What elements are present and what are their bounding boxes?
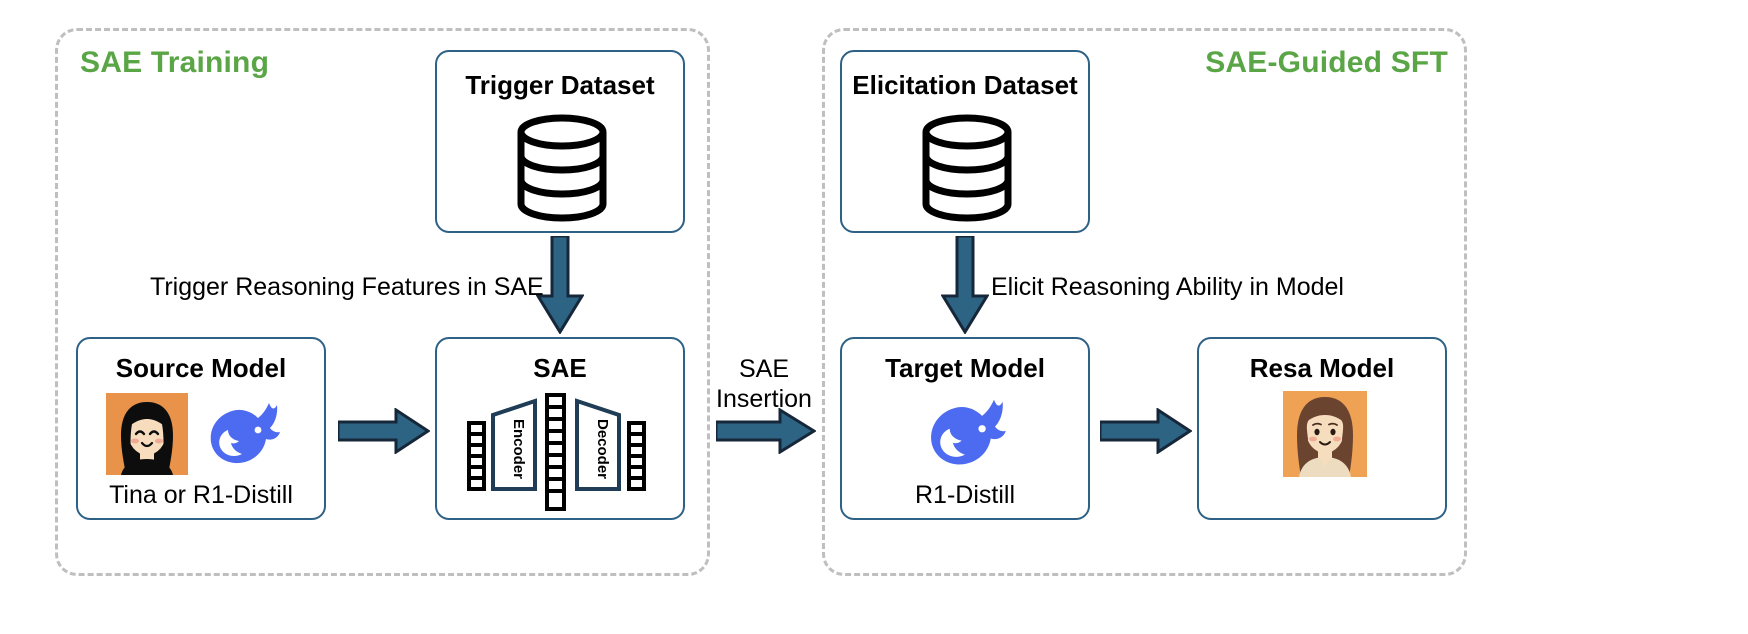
woman-avatar-icon	[1283, 391, 1367, 477]
box-target-model[interactable]: Target Model R1-Distill	[840, 337, 1090, 520]
panel-title-sae-training: SAE Training	[80, 46, 270, 79]
resa-model-title: Resa Model	[1249, 353, 1395, 383]
arrow-target-to-resa	[1100, 408, 1192, 454]
box-sae[interactable]: SAE Encoder	[435, 337, 685, 520]
arrow-source-to-sae	[338, 408, 430, 454]
arrow-trigger-to-sae	[536, 236, 584, 334]
source-model-title: Source Model	[115, 353, 287, 383]
box-trigger-dataset[interactable]: Trigger Dataset	[435, 50, 685, 233]
trigger-dataset-title: Trigger Dataset	[465, 70, 655, 100]
girl-avatar-icon	[106, 393, 188, 475]
label-sae-insertion-line2: Insertion	[716, 385, 812, 413]
label-elicitation-to-target: Elicit Reasoning Ability in Model	[991, 273, 1344, 301]
panel-title-sae-guided-sft: SAE-Guided SFT	[1205, 46, 1448, 79]
target-model-subtitle: R1-Distill	[915, 481, 1015, 509]
target-model-title: Target Model	[885, 353, 1045, 383]
svg-text:Decoder: Decoder	[594, 419, 611, 479]
arrow-sae-insertion	[716, 408, 816, 454]
label-sae-insertion-line1: SAE	[738, 355, 790, 383]
arrow-elicitation-to-target	[941, 236, 989, 334]
sae-title: SAE	[533, 353, 587, 383]
label-trigger-to-sae: Trigger Reasoning Features in SAE	[150, 273, 544, 301]
database-icon	[922, 114, 1012, 222]
database-icon	[517, 114, 607, 222]
box-resa-model[interactable]: Resa Model	[1197, 337, 1447, 520]
sae-encoder-decoder-icon: Encoder Decoder	[467, 393, 646, 511]
deepseek-whale-icon	[210, 403, 280, 464]
box-elicitation-dataset[interactable]: Elicitation Dataset	[840, 50, 1090, 233]
box-source-model[interactable]: Source Model	[76, 337, 326, 520]
panel-sae-training	[55, 28, 710, 576]
panel-sae-guided-sft	[822, 28, 1467, 576]
deepseek-whale-icon	[931, 399, 1006, 465]
elicitation-dataset-title: Elicitation Dataset	[852, 70, 1078, 100]
source-model-subtitle: Tina or R1-Distill	[109, 481, 293, 509]
svg-text:Encoder: Encoder	[510, 419, 527, 479]
